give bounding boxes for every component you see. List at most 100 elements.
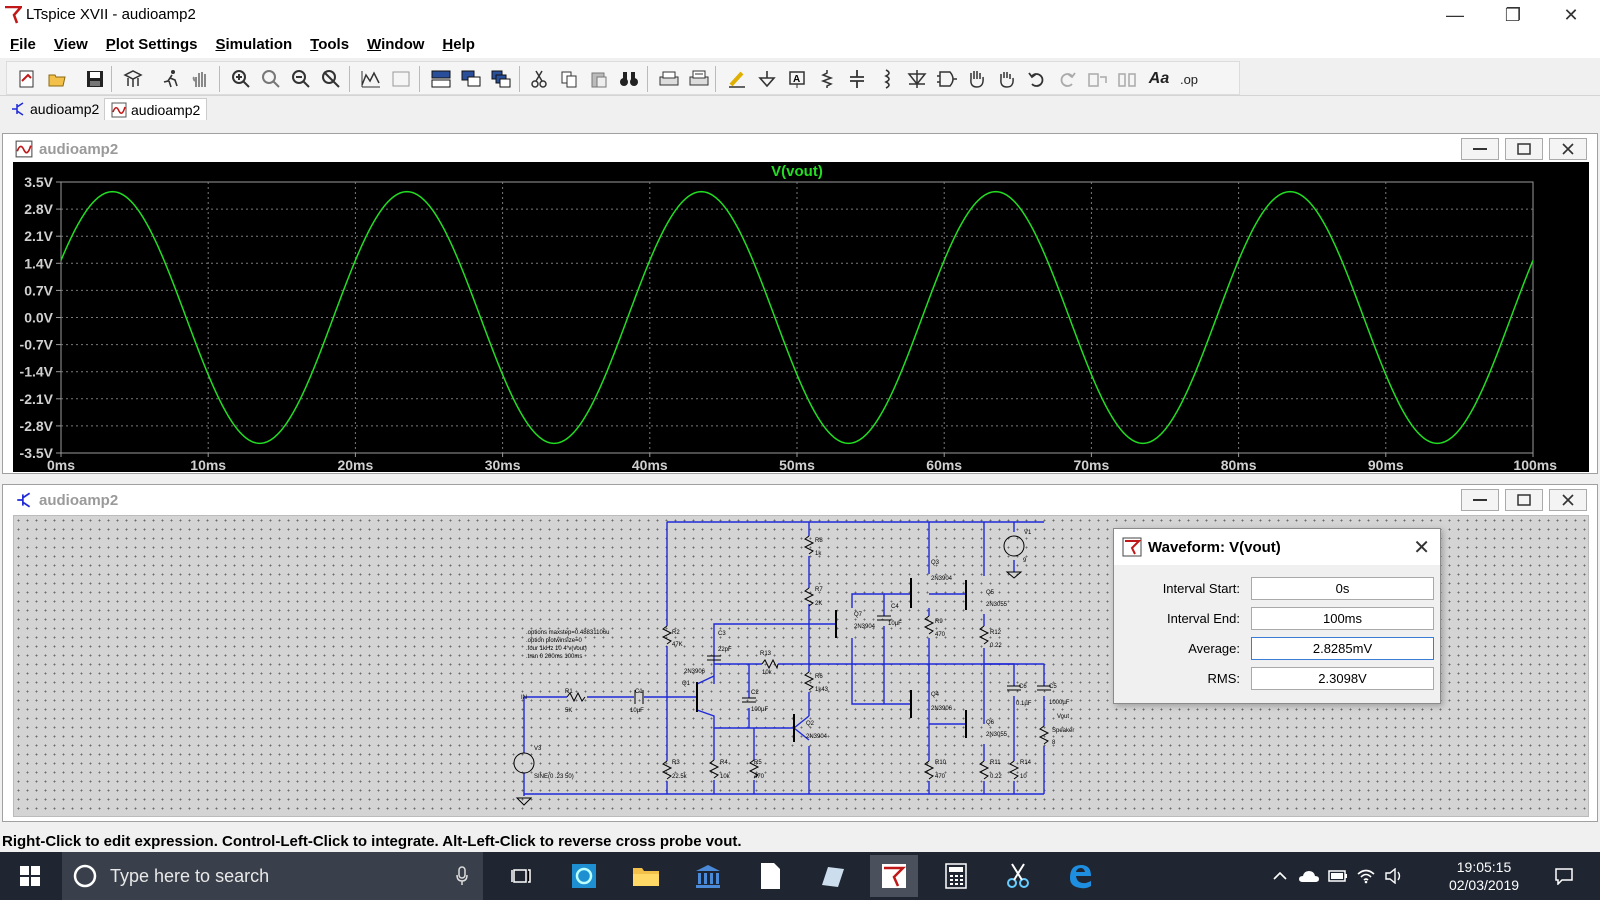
grid-icon[interactable] xyxy=(387,66,415,92)
average-field[interactable]: 2.8285mV xyxy=(1251,637,1434,660)
menu-window[interactable]: Window xyxy=(367,35,425,53)
document-app-icon[interactable] xyxy=(746,858,794,894)
dialog-title: Waveform: V(vout) xyxy=(1148,539,1281,556)
autorange-icon[interactable] xyxy=(357,66,385,92)
y-tick-label: 0.7V xyxy=(24,282,53,298)
waveform-close-button[interactable] xyxy=(1549,138,1587,160)
menu-tools[interactable]: Tools xyxy=(310,35,350,53)
action-center-icon[interactable] xyxy=(1544,858,1584,894)
ground-icon[interactable] xyxy=(753,66,781,92)
capacitor-icon[interactable] xyxy=(843,66,871,92)
microphone-icon[interactable] xyxy=(455,866,469,886)
value-c4: 10µF xyxy=(888,621,902,627)
minimize-button[interactable]: — xyxy=(1446,4,1464,25)
halt-icon[interactable] xyxy=(187,66,215,92)
file-explorer-icon[interactable] xyxy=(622,858,670,894)
tile-vertical-icon[interactable] xyxy=(457,66,485,92)
schematic-close-button[interactable] xyxy=(1549,489,1587,511)
resistors-r9-r10 xyxy=(923,615,935,780)
menu-plot-settings[interactable]: Plot Settings xyxy=(105,35,198,53)
save-icon[interactable] xyxy=(81,66,109,92)
close-button[interactable]: ✕ xyxy=(1563,4,1579,25)
notes-app-icon[interactable] xyxy=(808,858,856,894)
interval-end-field[interactable]: 100ms xyxy=(1251,607,1434,630)
move-hand-icon[interactable] xyxy=(963,66,991,92)
task-view-icon[interactable] xyxy=(498,858,546,894)
waveform-maximize-button[interactable] xyxy=(1505,138,1543,160)
ltspice-taskbar-icon[interactable] xyxy=(870,855,918,897)
paste-icon[interactable] xyxy=(585,66,613,92)
calculator-icon[interactable] xyxy=(932,858,980,894)
menu-help[interactable]: Help xyxy=(442,35,475,53)
print-preview-icon[interactable] xyxy=(685,66,713,92)
edge-browser-icon[interactable] xyxy=(1056,858,1104,894)
onedrive-icon[interactable] xyxy=(1294,858,1324,894)
menu-file[interactable]: File xyxy=(10,35,36,53)
label-net-icon[interactable]: A xyxy=(783,66,811,92)
start-windows-icon[interactable] xyxy=(6,858,54,894)
y-tick-label: -2.1V xyxy=(20,391,54,407)
zoom-out-icon[interactable] xyxy=(287,66,315,92)
find-icon[interactable] xyxy=(615,66,643,92)
label-q6: Q6 xyxy=(986,720,995,726)
rms-field[interactable]: 2.3098V xyxy=(1251,667,1434,690)
battery-icon[interactable] xyxy=(1324,858,1352,894)
photos-app-icon[interactable] xyxy=(560,858,608,894)
y-tick-label: 1.4V xyxy=(24,255,53,271)
spice-directive-icon[interactable]: .op xyxy=(1179,71,1199,87)
snipping-tool-icon[interactable] xyxy=(994,858,1042,894)
series-line-vout xyxy=(60,190,1534,445)
cascade-icon[interactable] xyxy=(487,66,515,92)
undo-icon[interactable] xyxy=(1023,66,1051,92)
tab-schematic[interactable]: audioamp2 xyxy=(4,98,105,120)
new-schematic-icon[interactable] xyxy=(13,66,41,92)
inductor-icon[interactable] xyxy=(873,66,901,92)
schematic-minimize-button[interactable] xyxy=(1461,489,1499,511)
zoom-fit-icon[interactable] xyxy=(317,66,345,92)
diode-icon[interactable] xyxy=(903,66,931,92)
document-tabs: audioamp2 audioamp2 xyxy=(0,97,1600,121)
open-folder-icon[interactable] xyxy=(43,66,71,92)
menu-bar: File View Plot Settings Simulation Tools… xyxy=(0,30,1600,58)
redo-icon[interactable] xyxy=(1053,66,1081,92)
resistor-icon[interactable] xyxy=(813,66,841,92)
draw-wire-icon[interactable] xyxy=(723,66,751,92)
label-q4: Q4 xyxy=(931,692,940,698)
waveform-chart[interactable]: 3.5V2.8V2.1V1.4V0.7V0.0V-0.7V-1.4V-2.1V-… xyxy=(13,162,1589,472)
bank-app-icon[interactable] xyxy=(684,858,732,894)
waveform-minimize-button[interactable] xyxy=(1461,138,1499,160)
schematic-drawing[interactable]: .options maxstep=0.48831106u .option plo… xyxy=(14,516,1590,818)
drag-hand-icon[interactable] xyxy=(993,66,1021,92)
value-r11: 0.22 xyxy=(990,774,1002,780)
run-icon[interactable] xyxy=(157,66,185,92)
schematic-maximize-button[interactable] xyxy=(1505,489,1543,511)
control-panel-icon[interactable] xyxy=(119,66,147,92)
value-speaker: 8 xyxy=(1052,740,1056,746)
taskbar-clock[interactable]: 19:05:15 02/03/2019 xyxy=(1440,858,1528,894)
copy-icon[interactable] xyxy=(555,66,583,92)
restore-button[interactable]: ❐ xyxy=(1504,4,1522,25)
show-hidden-icons-icon[interactable] xyxy=(1266,858,1294,894)
menu-view[interactable]: View xyxy=(53,35,88,53)
dialog-close-icon[interactable]: ✕ xyxy=(1413,537,1430,559)
component-icon[interactable] xyxy=(933,66,961,92)
tab-waveform[interactable]: audioamp2 xyxy=(104,98,208,120)
mirror-icon[interactable] xyxy=(1113,66,1141,92)
rotate-icon[interactable] xyxy=(1083,66,1111,92)
menu-simulation[interactable]: Simulation xyxy=(215,35,293,53)
text-icon[interactable]: Aa xyxy=(1148,70,1170,87)
volume-icon[interactable] xyxy=(1380,858,1408,894)
taskbar-search-box[interactable]: Type here to search xyxy=(62,852,483,900)
y-tick-label: 2.1V xyxy=(24,228,53,244)
cut-icon[interactable] xyxy=(525,66,553,92)
print-icon[interactable] xyxy=(655,66,683,92)
zoom-in-icon[interactable] xyxy=(227,66,255,92)
interval-start-field[interactable]: 0s xyxy=(1251,577,1434,600)
wifi-icon[interactable] xyxy=(1352,858,1380,894)
value-r5: 470 xyxy=(754,774,765,780)
label-r8: R8 xyxy=(815,538,823,544)
tile-horizontal-icon[interactable] xyxy=(427,66,455,92)
pan-icon[interactable] xyxy=(257,66,285,92)
rms-label: RMS: xyxy=(1207,671,1241,686)
